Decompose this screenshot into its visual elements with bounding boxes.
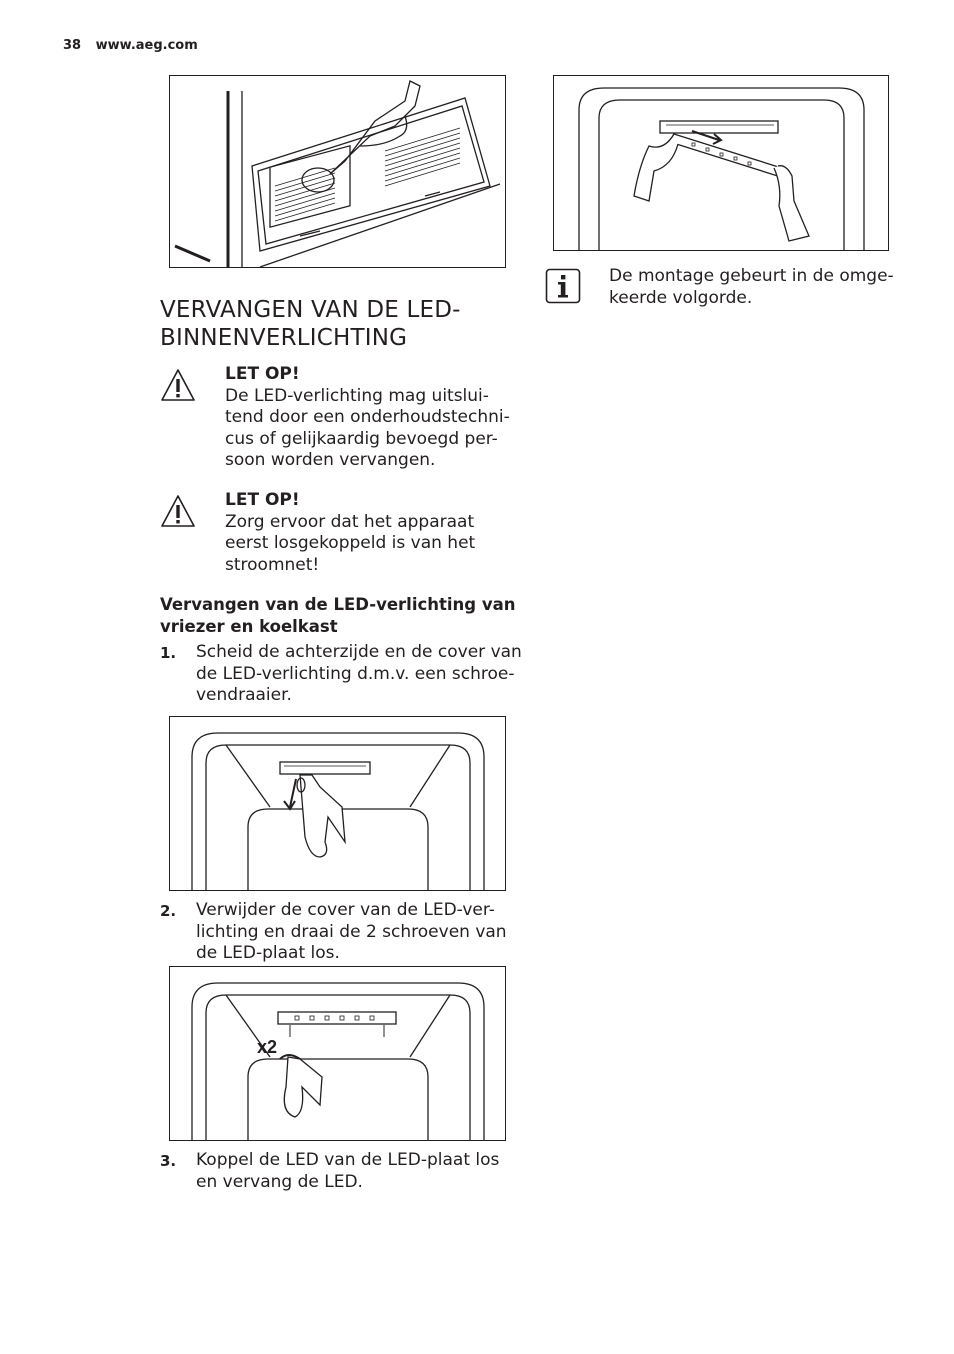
section-title: VERVANGEN VAN DE LED- BINNENVERLICHTING xyxy=(160,296,461,352)
step-line: Koppel de LED van de LED-plaat los xyxy=(196,1150,500,1170)
step-number: 2. xyxy=(160,902,177,920)
warning-icon xyxy=(160,494,196,528)
page-header: 38 www.aeg.com xyxy=(63,38,208,53)
step-text-3: Koppel de LED van de LED-plaat los en ve… xyxy=(196,1150,526,1193)
website-link[interactable]: www.aeg.com xyxy=(95,38,198,53)
info-text: De montage gebeurt in de omge- keerde vo… xyxy=(609,266,899,309)
warning-line: De LED-verlichting mag uitslui- xyxy=(225,385,489,406)
step-text-1: Scheid de achterzijde en de cover van de… xyxy=(196,642,526,707)
step-line: de LED-plaat los. xyxy=(196,943,340,963)
section-title-line2: BINNENVERLICHTING xyxy=(160,325,408,351)
warning-line: tend door een onderhoudstechni- xyxy=(225,407,510,427)
page-number: 38 xyxy=(63,38,82,53)
figure-cleaning-grille xyxy=(169,75,506,268)
figure-unscrew-led-plate: x2 xyxy=(169,966,506,1141)
step-line: lichting en draai de 2 schroeven van xyxy=(196,921,507,942)
step-line: en vervang de LED. xyxy=(196,1171,363,1192)
step-line: Verwijder de cover van de LED-ver- xyxy=(196,900,495,920)
section-title-line1: VERVANGEN VAN DE LED- xyxy=(160,297,461,323)
subheading: Vervangen van de LED-verlichting van vri… xyxy=(160,594,520,637)
step-line: de LED-verlichting d.m.v. een schroe- xyxy=(196,663,515,684)
info-icon xyxy=(545,268,581,304)
subheading-line2: vriezer en koelkast xyxy=(160,616,338,636)
warning-line: soon worden vervangen. xyxy=(225,450,436,470)
step-line: Scheid de achterzijde en de cover van xyxy=(196,642,522,662)
warning-heading: LET OP! xyxy=(225,364,300,384)
step-text-2: Verwijder de cover van de LED-ver- licht… xyxy=(196,900,526,965)
screw-count-label: x2 xyxy=(257,1037,277,1057)
warning-line: eerst losgekoppeld is van het xyxy=(225,533,476,553)
figure-slide-led-plate xyxy=(553,75,889,251)
warning-line: stroomnet! xyxy=(225,554,320,575)
figure-remove-led-cover xyxy=(169,716,506,891)
warning-icon xyxy=(160,368,196,402)
warning-text-2: LET OP! Zorg ervoor dat het apparaat eer… xyxy=(225,490,515,576)
warning-line: Zorg ervoor dat het apparaat xyxy=(225,511,475,532)
info-line: De montage gebeurt in de omge- xyxy=(609,266,894,286)
step-number: 3. xyxy=(160,1152,177,1170)
warning-line: cus of gelijkaardig bevoegd per- xyxy=(225,428,498,449)
warning-heading: LET OP! xyxy=(225,490,300,510)
step-number: 1. xyxy=(160,644,177,662)
warning-text-1: LET OP! De LED-verlichting mag uitslui- … xyxy=(225,364,515,472)
subheading-line1: Vervangen van de LED-verlichting van xyxy=(160,595,516,614)
info-line: keerde volgorde. xyxy=(609,287,753,308)
step-line: vendraaier. xyxy=(196,685,292,705)
